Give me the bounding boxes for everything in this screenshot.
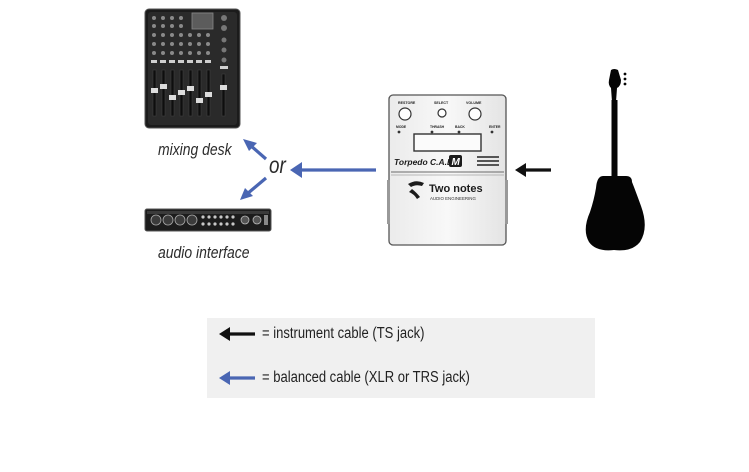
audio-interface-label: audio interface	[158, 243, 250, 262]
instrument-cable-arrow	[515, 163, 551, 177]
guitar-icon	[585, 69, 645, 251]
or-label: or	[269, 152, 286, 178]
button-label-back: BACK	[455, 125, 465, 129]
button-label-enter: ENTER	[489, 125, 501, 129]
two-notes-logo-icon	[408, 181, 424, 199]
product-badge: M	[452, 157, 461, 168]
legend-row-instrument: = instrument cable (TS jack)	[207, 322, 595, 346]
legend: = instrument cable (TS jack) = balanced …	[207, 318, 595, 398]
balanced-cable-arrow-interface	[240, 176, 268, 200]
product-name: Torpedo C.A.B.	[394, 157, 456, 167]
knob-label-restore: RESTORE	[398, 101, 416, 105]
brand-name: Two notes	[429, 183, 483, 195]
legend-row-balanced: = balanced cable (XLR or TRS jack)	[207, 366, 595, 390]
torpedo-cab-icon: RESTORE SELECT VOLUME MODE THRASH BACK E…	[387, 94, 508, 246]
button-label-thrash: THRASH	[430, 125, 445, 129]
legend-balanced-text: = balanced cable (XLR or TRS jack)	[262, 369, 470, 386]
mixing-desk-icon	[144, 8, 241, 129]
knob-label-volume: VOLUME	[466, 101, 482, 105]
balanced-cable-arrow-main	[290, 162, 376, 178]
legend-instrument-text: = instrument cable (TS jack)	[262, 325, 425, 342]
blue-arrow-icon	[219, 371, 255, 385]
knob-label-select: SELECT	[434, 101, 449, 105]
button-label-mode: MODE	[396, 125, 407, 129]
audio-interface-icon	[144, 208, 272, 232]
balanced-cable-arrow-mixer	[243, 139, 268, 161]
mixing-desk-label: mixing desk	[158, 140, 232, 159]
brand-subtitle: AUDIO ENGINEERING	[430, 196, 476, 201]
black-arrow-icon	[219, 327, 255, 341]
